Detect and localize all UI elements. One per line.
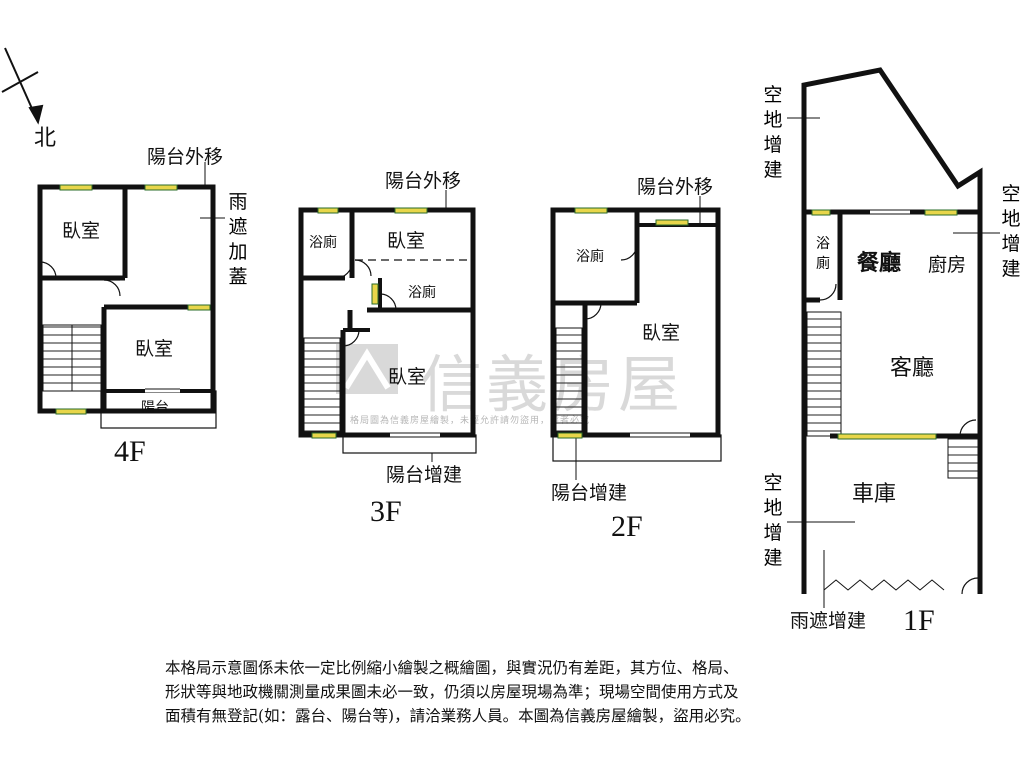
1f-vacant-bottom-left: 空 地 增 建: [763, 472, 783, 569]
disclaimer-footnote: 本格局示意圖係未依一定比例縮小繪製之概繪圖，與實況仍有差距，其方位、格局、 形狀…: [165, 656, 885, 728]
compass-north-label: 北: [34, 126, 57, 151]
compass-icon: [1, 47, 44, 125]
disclaimer-line-2: 形狀等與地政機關測量成果圖未必一致，仍須以房屋現場為準；現場空間使用方式及: [165, 683, 739, 701]
1f-garage: 車庫: [852, 482, 897, 507]
plan-2f: [550, 196, 722, 480]
1f-canopy-add: 雨遮增建: [790, 610, 867, 632]
4f-balcony: 陽台: [141, 400, 169, 416]
watermark-brand: 信義房屋: [420, 348, 685, 421]
1f-bath: 浴 廁: [816, 236, 830, 272]
disclaimer-line-3: 面積有無登記(如：露台、陽台等)，請洽業務人員。本圖為信義房屋繪製，盜用必究。: [165, 707, 751, 725]
4f-canopy: 雨 遮 加 蓋: [228, 191, 248, 288]
2f-balcony-add: 陽台增建: [551, 482, 628, 504]
1f-dining: 餐廳: [857, 250, 902, 276]
4f-balcony-move: 陽台外移: [147, 146, 224, 168]
1f-floor-label: 1F: [903, 604, 935, 637]
3f-bedroom-top: 臥室: [387, 230, 426, 252]
watermark-notice: 格局圖為信義房屋繪製，未經允許請勿盜用，違者必究: [350, 416, 591, 426]
3f-bath-mid: 浴廁: [408, 285, 436, 301]
watermark-logo: [336, 344, 398, 394]
1f-kitchen: 廚房: [928, 254, 967, 276]
2f-balcony-move: 陽台外移: [637, 176, 714, 198]
3f-bath-left: 浴廁: [309, 235, 337, 251]
plan-3f: [298, 190, 477, 462]
4f-floor-label: 4F: [114, 435, 146, 468]
3f-balcony-add: 陽台增建: [386, 464, 463, 486]
3f-bedroom-main: 臥室: [388, 366, 427, 388]
disclaimer-line-1: 本格局示意圖係未依一定比例縮小繪製之概繪圖，與實況仍有差距，其方位、格局、: [165, 659, 739, 677]
3f-balcony-move: 陽台外移: [385, 170, 462, 192]
4f-bedroom-top: 臥室: [62, 220, 101, 242]
plan-4f: [37, 162, 225, 429]
3f-floor-label: 3F: [370, 495, 402, 528]
1f-living: 客廳: [890, 356, 935, 381]
4f-bedroom-bottom: 臥室: [135, 338, 174, 360]
2f-floor-label: 2F: [611, 510, 643, 543]
2f-bath: 浴廁: [576, 249, 604, 265]
1f-vacant-top-right: 空 地 增 建: [1001, 183, 1021, 280]
window-markers: [55, 184, 958, 440]
plan-1f: [787, 67, 1000, 608]
2f-bedroom: 臥室: [642, 322, 681, 344]
1f-vacant-top-left: 空 地 增 建: [763, 84, 783, 181]
